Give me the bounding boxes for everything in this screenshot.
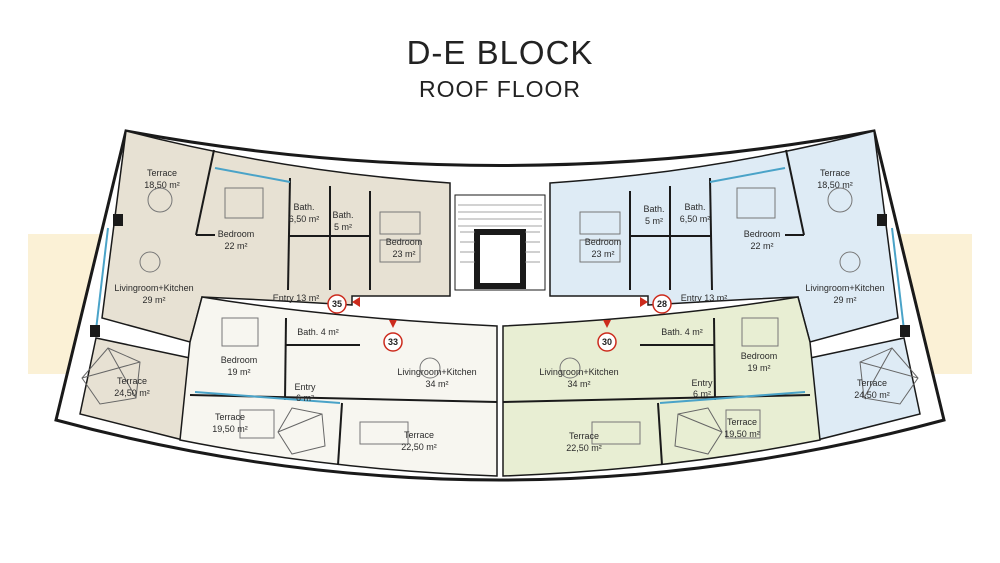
room-label: Terrace — [569, 431, 599, 441]
room-label: Entry — [294, 382, 316, 392]
interior-walls-left — [189, 149, 498, 466]
room-area: 19 m² — [747, 363, 770, 373]
room-area: 23 m² — [392, 249, 415, 259]
room-label: Terrace — [404, 430, 434, 440]
room-area: 6 m² — [296, 393, 314, 403]
room-label: Terrace — [820, 168, 850, 178]
room-label: Entry — [691, 378, 713, 388]
room-label: Livingroom+Kitchen — [397, 367, 476, 377]
apartment-30-number: 30 — [602, 337, 612, 347]
room-area: 22 m² — [750, 241, 773, 251]
room-area: 6,50 m² — [680, 214, 711, 224]
plan-subtitle: ROOF FLOOR — [418, 76, 582, 102]
stair-treads — [458, 204, 542, 263]
glazing — [95, 167, 905, 404]
room-label: Bath. — [332, 210, 353, 220]
room-label: Bath. — [684, 202, 705, 212]
apartment-28-number: 28 — [657, 299, 667, 309]
room-label: Terrace — [215, 412, 245, 422]
room-area: 6,50 m² — [289, 214, 320, 224]
room-area: 24,50 m² — [114, 388, 150, 398]
room-label: Bath. 4 m² — [661, 327, 703, 337]
stair-core — [454, 194, 546, 291]
elevator-shaft — [474, 229, 526, 289]
room-area: 22,50 m² — [566, 443, 602, 453]
room-label: Bath. — [293, 202, 314, 212]
room-label: Bedroom — [221, 355, 258, 365]
room-label: Bath. — [643, 204, 664, 214]
room-area: 19,50 m² — [212, 424, 248, 434]
room-area: 29 m² — [142, 295, 165, 305]
apartment-badge-28: 28 — [652, 294, 672, 314]
room-label: Bedroom — [741, 351, 778, 361]
plan-title: D-E BLOCK — [406, 34, 594, 71]
room-label: Bath. 4 m² — [297, 327, 339, 337]
room-label: Terrace — [727, 417, 757, 427]
room-label: Terrace — [117, 376, 147, 386]
parasols — [81, 347, 919, 455]
apartment-35-number: 35 — [332, 299, 342, 309]
room-label: Livingroom+Kitchen — [539, 367, 618, 377]
room-area: 18,50 m² — [144, 180, 180, 190]
apartment-badge-30: 30 — [597, 332, 617, 352]
room-label: Terrace — [857, 378, 887, 388]
room-label: Bedroom — [218, 229, 255, 239]
furniture-hints — [139, 187, 861, 445]
apartment-33-number: 33 — [388, 337, 398, 347]
room-area: 18,50 m² — [817, 180, 853, 190]
room-area: 22,50 m² — [401, 442, 437, 452]
room-label: Terrace — [147, 168, 177, 178]
apartment-35-zone — [101, 130, 451, 343]
room-label: Livingroom+Kitchen — [805, 283, 884, 293]
room-area: 6 m² — [693, 389, 711, 399]
room-label: Entry 13 m² — [681, 293, 728, 303]
room-label: Bedroom — [585, 237, 622, 247]
apartment-badge-35: 35 — [327, 294, 347, 314]
entry-markers — [352, 297, 648, 328]
room-area: 19 m² — [227, 367, 250, 377]
room-area: 34 m² — [567, 379, 590, 389]
room-area: 5 m² — [334, 222, 352, 232]
apartment-badge-33: 33 — [383, 332, 403, 352]
room-area: 29 m² — [833, 295, 856, 305]
pillars — [90, 214, 910, 337]
room-area: 19,50 m² — [724, 429, 760, 439]
room-label: Bedroom — [386, 237, 423, 247]
apartment-28-zone — [549, 130, 899, 343]
room-area: 34 m² — [425, 379, 448, 389]
room-area: 23 m² — [591, 249, 614, 259]
room-label: Bedroom — [744, 229, 781, 239]
room-label: Entry 13 m² — [273, 293, 320, 303]
room-label: Livingroom+Kitchen — [114, 283, 193, 293]
room-area: 22 m² — [224, 241, 247, 251]
room-area: 24,50 m² — [854, 390, 890, 400]
room-area: 5 m² — [645, 216, 663, 226]
